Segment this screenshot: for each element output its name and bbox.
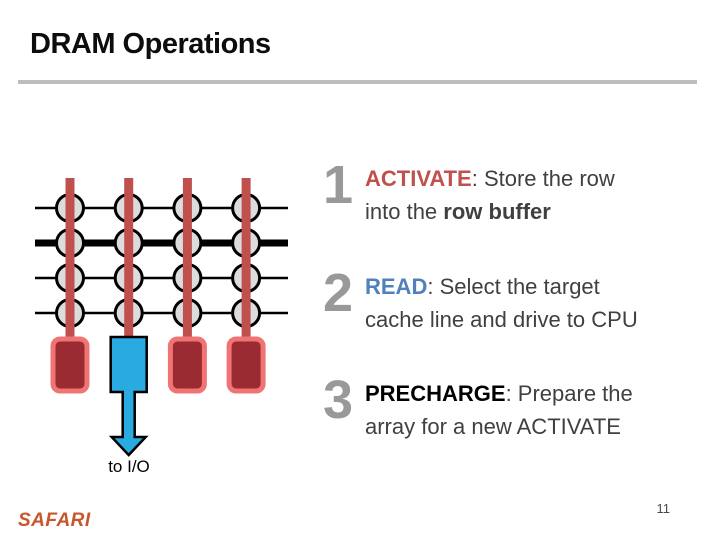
step-number: 3 — [322, 370, 354, 430]
step-line1-rest: : Select the target — [427, 274, 600, 299]
step-line2-text: into the — [365, 199, 444, 224]
step-text: ACTIVATE: Store the row into the row buf… — [365, 162, 615, 228]
step-activate: 1 ACTIVATE: Store the row into the row b… — [316, 155, 716, 228]
step-text: PRECHARGE: Prepare the array for a new A… — [365, 377, 633, 443]
io-label: to I/O — [108, 457, 150, 476]
step-line1-rest: : Store the row — [471, 166, 615, 191]
step-keyword: PRECHARGE — [365, 381, 506, 406]
step-number: 2 — [322, 263, 354, 323]
step-number: 1 — [322, 155, 354, 215]
dram-array-svg — [35, 178, 288, 457]
step-keyword: READ — [365, 274, 428, 299]
step-line2-text: array for a new ACTIVATE — [365, 414, 621, 439]
step-keyword: ACTIVATE — [365, 166, 472, 191]
safari-logo: SAFARI — [18, 510, 91, 531]
step-read: 2 READ: Select the target cache line and… — [316, 263, 716, 336]
step-line2-text: cache line and drive to CPU — [365, 307, 638, 332]
page-number: 11 — [656, 501, 671, 516]
page-title: DRAM Operations — [30, 28, 271, 60]
title-underline — [18, 80, 697, 84]
step-text: READ: Select the target cache line and d… — [365, 270, 638, 336]
step-precharge: 3 PRECHARGE: Prepare the array for a new… — [316, 370, 716, 443]
step-line2-bold: row buffer — [443, 199, 551, 224]
step-line1-rest: : Prepare the — [505, 381, 633, 406]
dram-array-diagram: to I/O — [30, 165, 300, 485]
